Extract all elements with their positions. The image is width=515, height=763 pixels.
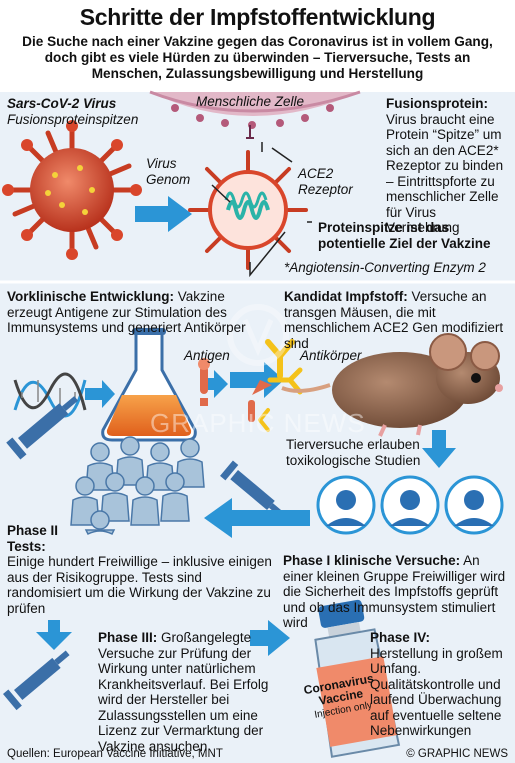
antibody-label: Antikörper (300, 348, 362, 363)
volunteers-group-icon (70, 436, 205, 536)
dna-illustration (13, 372, 87, 418)
credit: © GRAPHIC NEWS (406, 748, 508, 760)
arrow-icon (250, 620, 290, 656)
phase1-text: An einer kleinen Gruppe Freiwilliger wir… (283, 553, 506, 630)
phase2-block: Phase II Tests: Einige hundert Freiwilli… (7, 523, 277, 616)
antigen-label: Antigen (184, 348, 230, 363)
arrow-icon (200, 370, 228, 398)
sources: Quellen: European Vaccine Initiative, MN… (7, 748, 223, 760)
target-text: Proteinspitze ist das potentielle Ziel d… (318, 220, 491, 251)
flask-icon (101, 328, 197, 442)
watermark-text: GRAPHIC NEWS (150, 408, 366, 438)
animal-trials-text: Tierversuche erlauben toxikologische Stu… (286, 437, 421, 468)
phase3-heading: Phase III: (98, 630, 158, 645)
mouse-illustration (281, 333, 503, 437)
human-cell-membrane (149, 90, 361, 139)
fusion-text: Virus braucht eine Protein “Spitze” um s… (386, 111, 504, 236)
phase4-block: Phase IV: Herstellung in großem Umfang. … (370, 630, 510, 739)
phase2-heading: Phase II Tests: (7, 523, 59, 554)
footnote: *Angiotensin-Converting Enzym 2 (284, 260, 486, 275)
phase3-text: Großangelegte Versuche zur Prüfung der W… (98, 630, 269, 754)
arrow-icon (36, 620, 72, 650)
virus-label: Sars-CoV-2 Virus (7, 96, 117, 111)
antibody-icon (248, 339, 303, 432)
arrow-icon (85, 380, 115, 408)
phase2-text: Einige hundert Freiwillige – inklusive e… (7, 554, 272, 616)
page-title: Schritte der Impfstoffentwicklung (79, 4, 436, 30)
fusion-heading: Fusionsprotein: (386, 96, 488, 111)
candidate-text: Versuche an transgen Mäusen, die mit men… (284, 289, 504, 351)
arrow-icon (204, 498, 310, 538)
virus-illustration (2, 120, 142, 260)
candidate-block: Kandidat Impfstoff: Versuche an transgen… (284, 289, 510, 351)
arrow-icon (135, 196, 192, 232)
candidate-heading: Kandidat Impfstoff: (284, 289, 408, 304)
phase1-heading: Phase I klinische Versuche: (283, 553, 461, 568)
ace2-label: ACE2 Rezeptor (298, 166, 353, 197)
page-subtitle: Die Suche nach einer Vakzine gegen das C… (22, 34, 493, 81)
arrow-icon (230, 362, 284, 398)
phase1-block: Phase I klinische Versuche: An einer kle… (283, 553, 511, 631)
virus-genome-illustration (188, 150, 308, 270)
antigen-icon (198, 358, 210, 406)
vaccine-vial-icon (314, 599, 401, 758)
fusion-block: Fusionsprotein: Virus braucht eine Prote… (386, 96, 512, 236)
syringe-icon (6, 396, 79, 460)
preclinical-heading: Vorklinische Entwicklung: (7, 289, 175, 304)
phase4-heading: Phase IV: (370, 630, 431, 645)
preclinical-text: Vakzine erzeugt Antigene zur Stimulation… (7, 289, 246, 335)
phase3-block: Phase III: Großangelegte Versuche zur Pr… (98, 630, 288, 754)
phase1-volunteers-icon (316, 475, 504, 535)
preclinical-block: Vorklinische Entwicklung: Vakzine erzeug… (7, 289, 247, 336)
header: Schritte der Impfstoffentwicklung Die Su… (0, 0, 515, 92)
watermark (227, 304, 289, 366)
cell-label: Menschliche Zelle (196, 94, 305, 109)
syringe-icon (3, 650, 70, 711)
phase4-text: Herstellung in großem Umfang. Qualitätsk… (370, 645, 503, 739)
spikes-label: Fusionsproteinspitzen (7, 112, 139, 127)
arrow-icon (422, 430, 456, 468)
genome-label: Virus Genom (146, 156, 191, 187)
